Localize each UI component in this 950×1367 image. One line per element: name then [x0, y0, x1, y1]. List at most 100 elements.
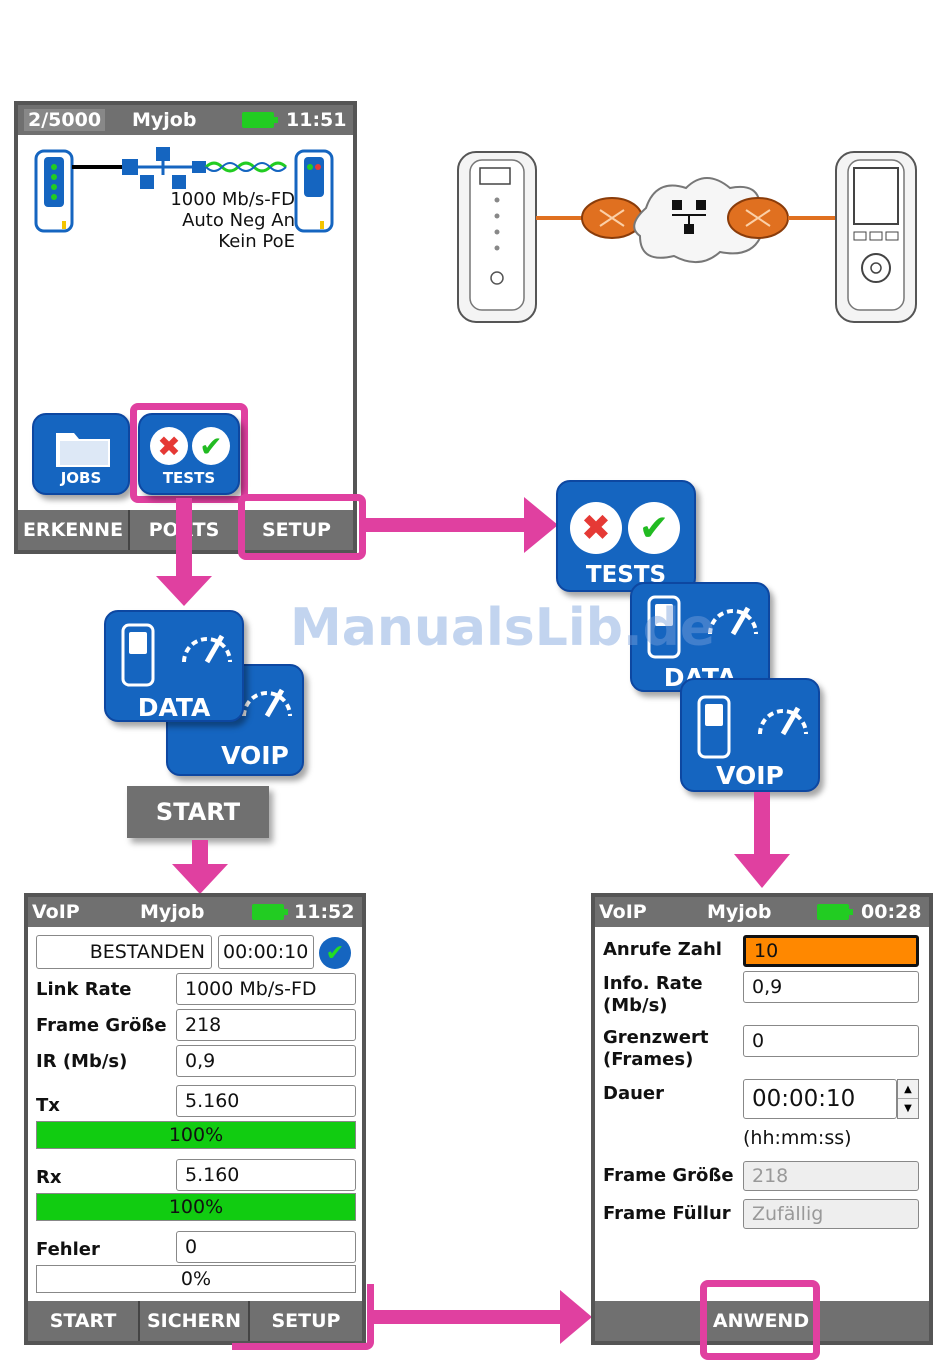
job-counter: 2/5000	[24, 109, 106, 131]
setup-highlight-bottom	[232, 1284, 374, 1350]
error-percent: 0%	[180, 1268, 212, 1290]
link-speed: 1000 Mb/s-FD	[170, 189, 295, 210]
frame-size-value: 218	[176, 1009, 356, 1041]
screen-title: VoIP	[599, 901, 647, 923]
gauge-icon	[708, 606, 758, 636]
frame-size-label: Frame Größe	[36, 1015, 167, 1036]
arrow-right-bottom	[374, 1310, 564, 1324]
info-rate-label: Info. Rate (Mb/s)	[603, 973, 703, 1017]
clock: 00:28	[861, 901, 922, 923]
link-diagram	[34, 147, 334, 233]
tests-tile-right[interactable]: ✖ ✔ TESTS	[556, 480, 696, 592]
jobs-tile[interactable]: JOBS	[32, 413, 130, 495]
voip-tile-left-label: VOIP	[221, 741, 289, 770]
frame-size-input: 218	[743, 1161, 919, 1191]
clock: 11:52	[294, 901, 355, 923]
arrowhead-down-start	[172, 864, 228, 894]
tx-percent: 100%	[168, 1124, 224, 1146]
link-rate-value: 1000 Mb/s-FD	[176, 973, 356, 1005]
gauge-icon	[242, 688, 292, 718]
arrowhead-right-top	[524, 497, 558, 553]
ir-value: 0,9	[176, 1045, 356, 1077]
rx-value: 5.160	[176, 1159, 356, 1191]
data-tile-left[interactable]: DATA	[104, 610, 244, 722]
voip-results-screen: VoIP Myjob 11:52 BESTANDEN 00:00:10 ✔ Li…	[24, 893, 366, 1345]
calls-label: Anrufe Zahl	[603, 939, 722, 960]
rx-percent: 100%	[168, 1196, 224, 1218]
softkey-setup[interactable]: SETUP	[271, 1310, 341, 1332]
data-tile-right[interactable]: DATA	[630, 582, 770, 692]
frame-size-label: Frame Größe	[603, 1165, 734, 1186]
arrow-down-right	[754, 792, 770, 856]
status-bar: 2/5000 Myjob 11:51	[18, 105, 353, 135]
result-status: BESTANDEN	[36, 935, 212, 969]
arrow-down-left	[176, 498, 192, 578]
rx-label: Rx	[36, 1167, 62, 1188]
frame-fill-input: Zufällig	[743, 1199, 919, 1229]
tx-value: 5.160	[176, 1085, 356, 1117]
error-label: Fehler	[36, 1239, 100, 1260]
softkey-setup[interactable]: SETUP	[262, 519, 331, 541]
link-poe: Kein PoE	[218, 231, 295, 252]
threshold-label-line2: (Frames)	[603, 1049, 694, 1070]
battery-icon	[817, 904, 853, 920]
voip-setup-screen: VoIP Myjob 00:28 Anrufe Zahl 10 Info. Ra…	[591, 893, 933, 1345]
folder-icon	[56, 433, 110, 467]
tests-tile-label: TESTS	[162, 469, 216, 487]
stepper-up-icon[interactable]: ▲	[898, 1080, 918, 1099]
rx-progress-fill	[37, 1194, 355, 1220]
softkey-empty-left	[595, 1301, 707, 1341]
duration-input[interactable]: 00:00:10	[743, 1079, 897, 1119]
job-name: Myjob	[140, 901, 205, 923]
tx-progress-fill	[37, 1122, 355, 1148]
tests-tile[interactable]: ✖ ✔ TESTS	[138, 413, 240, 495]
threshold-input[interactable]: 0	[743, 1025, 919, 1057]
arrow-right-top	[366, 518, 526, 532]
battery-icon	[242, 112, 278, 128]
status-bar: VoIP Myjob 11:52	[28, 897, 362, 927]
arrow-down-start	[192, 840, 208, 868]
softkey-erkenne[interactable]: ERKENNE	[18, 510, 130, 550]
start-button[interactable]: START	[127, 786, 269, 838]
tx-label: Tx	[36, 1095, 60, 1116]
job-name: Myjob	[707, 901, 772, 923]
ir-label: IR (Mb/s)	[36, 1051, 128, 1072]
stepper-down-icon[interactable]: ▼	[904, 1103, 912, 1114]
voip-tile-right-label: VOIP	[716, 761, 784, 790]
tester-icon	[647, 595, 681, 659]
error-value: 0	[176, 1231, 356, 1263]
tester-icon	[121, 623, 155, 687]
threshold-label: Grenzwert (Frames)	[603, 1027, 708, 1071]
threshold-label-line1: Grenzwert	[603, 1027, 709, 1048]
pass-check-icon: ✔	[319, 937, 351, 969]
elapsed-time: 00:00:10	[218, 935, 314, 969]
gauge-icon	[758, 706, 808, 736]
jobs-tile-label: JOBS	[60, 469, 102, 487]
screen-title: VoIP	[32, 901, 80, 923]
job-name: Myjob	[132, 109, 197, 131]
fail-icon: ✖	[150, 427, 188, 465]
calls-input[interactable]: 10	[743, 935, 919, 967]
pass-icon: ✔	[192, 427, 230, 465]
pass-icon: ✔	[628, 502, 680, 554]
duration-stepper[interactable]: ▲ ▼	[897, 1079, 919, 1119]
status-bar: VoIP Myjob 00:28	[595, 897, 929, 927]
tester-home-screen: 2/5000 Myjob 11:51 1000 Mb/s-FD Auto Neg…	[14, 101, 357, 554]
softkey-bar: START SICHERN SETUP	[28, 1301, 362, 1341]
watermark: ManualsLib.de	[290, 598, 716, 658]
tester-icon	[697, 695, 731, 759]
gauge-icon	[182, 634, 232, 664]
tx-progress-bar: 100%	[36, 1121, 356, 1149]
duration-label: Dauer	[603, 1083, 664, 1104]
arrowhead-right-bottom	[560, 1290, 592, 1344]
info-rate-input[interactable]: 0,9	[743, 971, 919, 1003]
anwend-highlight	[700, 1280, 820, 1360]
softkey-sichern[interactable]: SICHERN	[140, 1301, 250, 1341]
link-rate-label: Link Rate	[36, 979, 132, 1000]
clock: 11:51	[286, 109, 347, 131]
arrowhead-down-right	[734, 854, 790, 888]
link-autoneg: Auto Neg An	[182, 210, 295, 231]
voip-tile-right[interactable]: VOIP	[680, 678, 820, 792]
arrowhead-down-left	[156, 576, 212, 606]
softkey-start[interactable]: START	[28, 1301, 140, 1341]
